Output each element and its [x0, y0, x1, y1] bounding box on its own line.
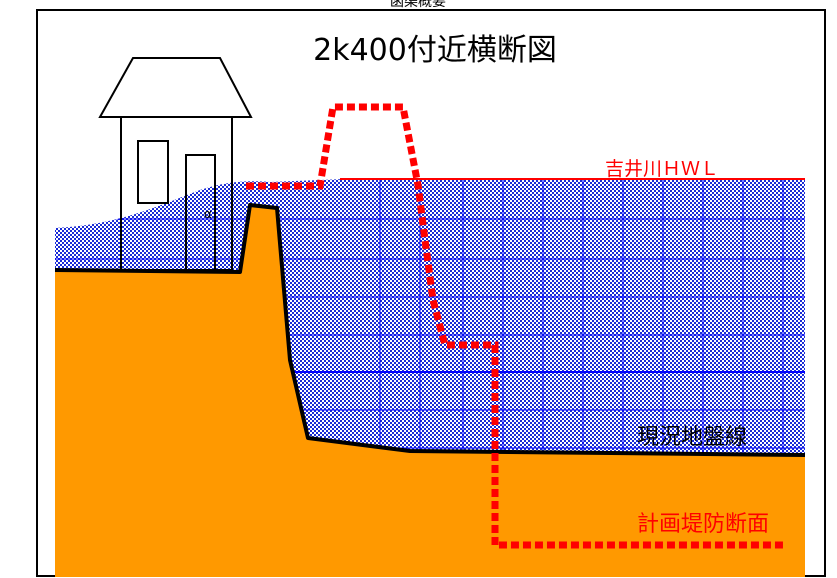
hwl-label: 吉井川ＨＷＬ — [605, 158, 719, 180]
planned-levee-section — [246, 103, 785, 549]
plan-label: 計画堤防断面 — [637, 512, 769, 537]
ground-line — [54, 203, 806, 457]
house-roof — [98, 57, 253, 118]
diagram-title: 2k400付近横断図 — [313, 33, 557, 68]
house: α — [98, 57, 253, 271]
ground-label: 現況地盤線 — [637, 425, 747, 450]
house-wall — [120, 116, 233, 271]
house-door — [185, 154, 216, 271]
top-caption: 函渠概要 — [390, 0, 446, 10]
house-mark: α — [204, 207, 212, 221]
house-window — [137, 140, 169, 204]
soil-area — [55, 205, 805, 577]
